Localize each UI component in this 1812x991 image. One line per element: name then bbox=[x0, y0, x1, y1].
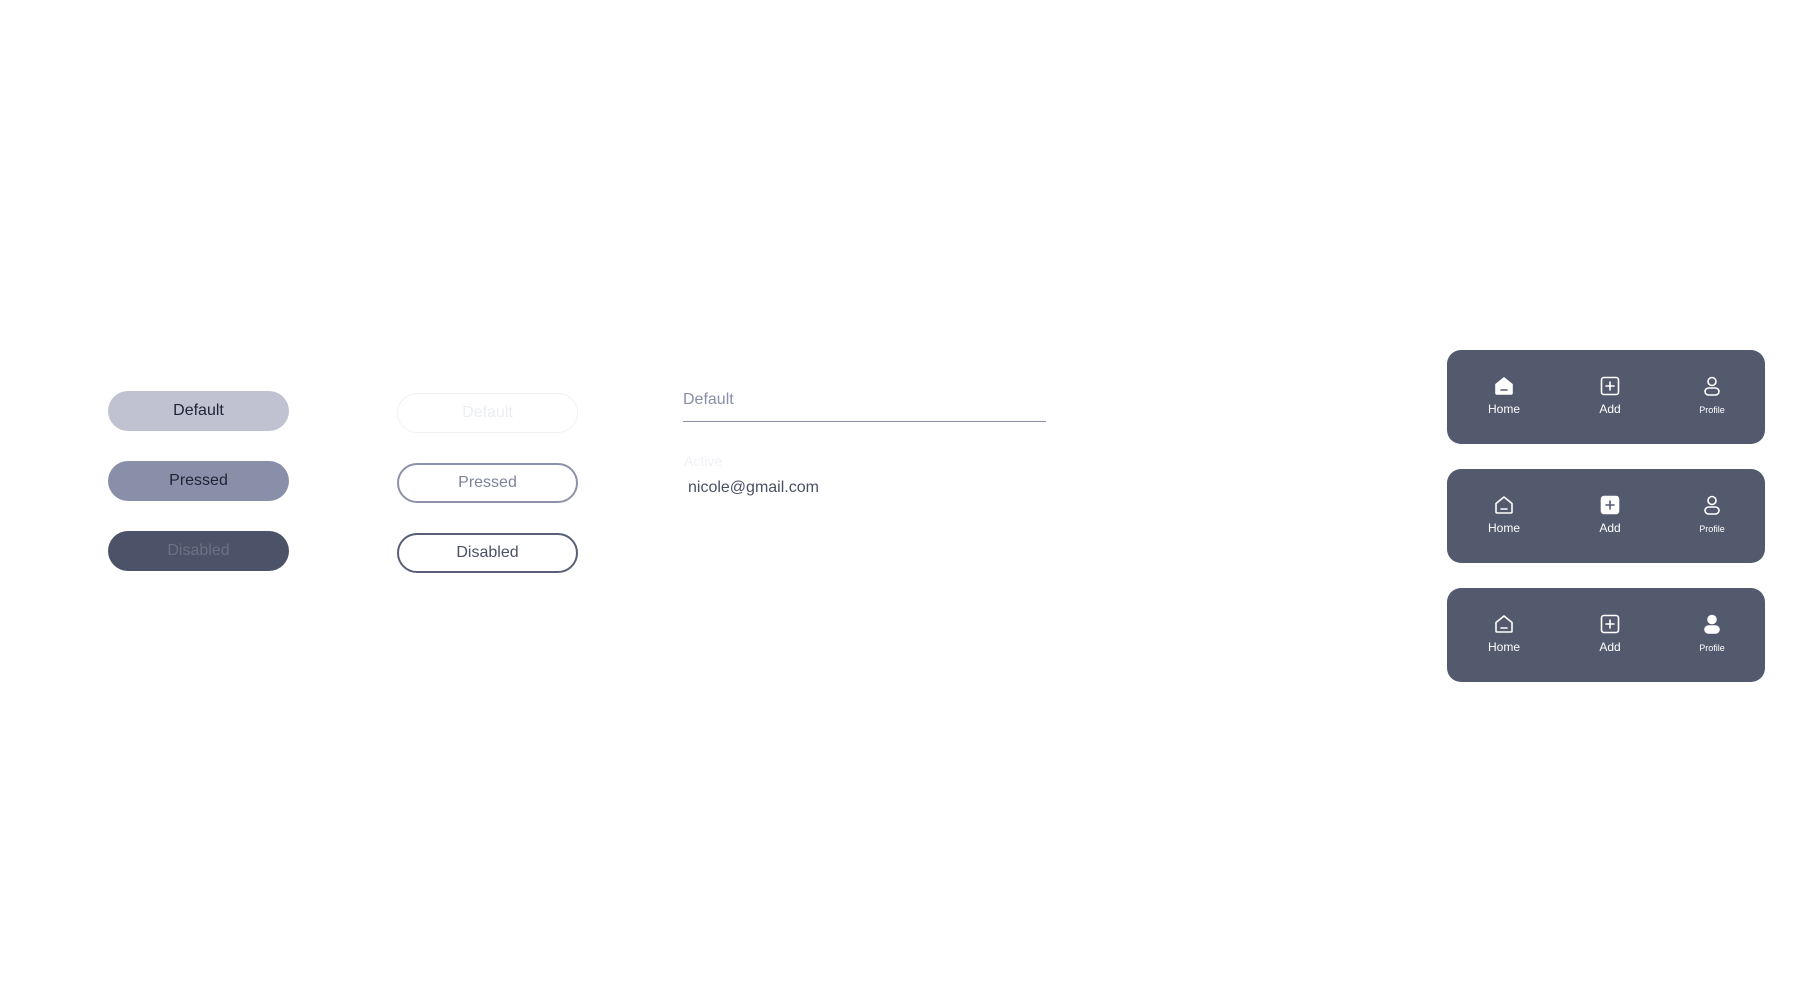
active-field-label: Active bbox=[684, 453, 723, 469]
nav-item-profile[interactable]: Profile bbox=[1684, 588, 1740, 682]
filled-default-button[interactable]: Default bbox=[108, 391, 289, 431]
email-input[interactable] bbox=[683, 474, 1046, 502]
home-icon bbox=[1495, 377, 1513, 395]
outline-default-button[interactable]: Default bbox=[397, 393, 578, 433]
nav-item-add[interactable]: Add bbox=[1582, 469, 1638, 563]
home-icon bbox=[1495, 496, 1513, 514]
nav-label-add: Add bbox=[1599, 402, 1621, 416]
nav-label-profile: Profile bbox=[1699, 643, 1725, 653]
bottom-nav-profile-selected: Home Add Profile bbox=[1447, 588, 1765, 682]
nav-item-profile[interactable]: Profile bbox=[1684, 469, 1740, 563]
add-icon bbox=[1600, 495, 1620, 515]
nav-item-add[interactable]: Add bbox=[1582, 588, 1638, 682]
add-icon bbox=[1600, 376, 1620, 396]
home-icon bbox=[1495, 615, 1513, 633]
nav-label-add: Add bbox=[1599, 640, 1621, 654]
nav-item-home[interactable]: Home bbox=[1476, 350, 1532, 444]
profile-icon bbox=[1704, 495, 1720, 515]
bottom-nav-home-selected: Home Add Profile bbox=[1447, 350, 1765, 444]
active-text-field bbox=[683, 474, 1046, 502]
nav-label-profile: Profile bbox=[1699, 405, 1725, 415]
default-text-field bbox=[683, 386, 1046, 422]
profile-icon bbox=[1704, 376, 1720, 396]
bottom-nav-add-selected: Home Add Profile bbox=[1447, 469, 1765, 563]
filled-pressed-button[interactable]: Pressed bbox=[108, 461, 289, 501]
nav-item-add[interactable]: Add bbox=[1582, 350, 1638, 444]
nav-item-home[interactable]: Home bbox=[1476, 469, 1532, 563]
nav-label-profile: Profile bbox=[1699, 524, 1725, 534]
nav-label-home: Home bbox=[1487, 521, 1520, 535]
outline-pressed-button[interactable]: Pressed bbox=[397, 463, 578, 503]
nav-label-add: Add bbox=[1599, 521, 1621, 535]
add-icon bbox=[1600, 614, 1620, 634]
nav-item-profile[interactable]: Profile bbox=[1684, 350, 1740, 444]
default-text-input[interactable] bbox=[683, 386, 1046, 414]
nav-label-home: Home bbox=[1487, 640, 1520, 654]
filled-disabled-button: Disabled bbox=[108, 531, 289, 571]
nav-item-home[interactable]: Home bbox=[1476, 588, 1532, 682]
outline-disabled-button[interactable]: Disabled bbox=[397, 533, 578, 573]
nav-label-home: Home bbox=[1487, 402, 1520, 416]
profile-icon bbox=[1704, 614, 1720, 634]
